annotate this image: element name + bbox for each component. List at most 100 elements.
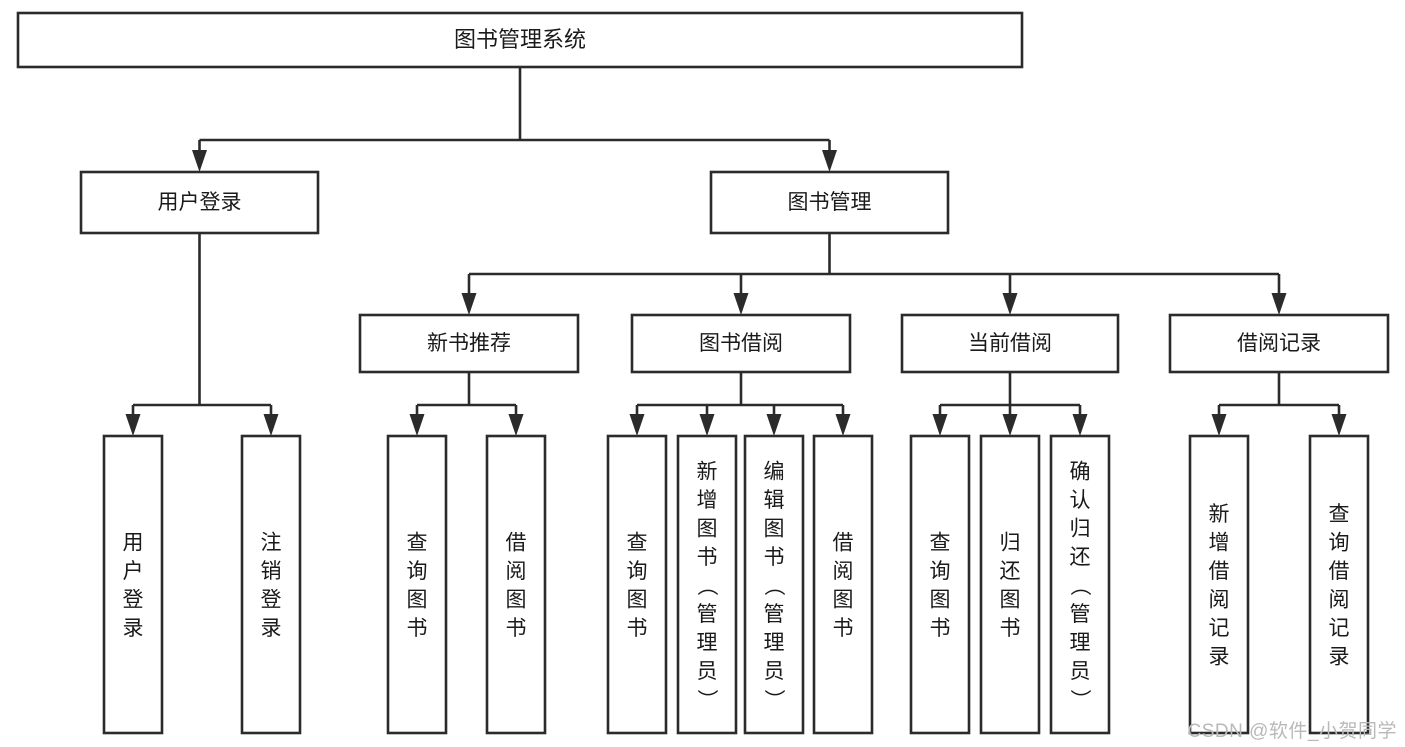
node-label-char: 新 <box>1209 503 1230 526</box>
node-box[interactable] <box>1168 313 1390 374</box>
node-label-char: （ <box>695 575 718 596</box>
node-label-char: 管 <box>764 603 785 626</box>
node-label-char: 借 <box>1209 560 1230 583</box>
arrow-head-icon <box>1211 414 1227 436</box>
node-label-char: 登 <box>123 589 144 612</box>
arrow-head-icon <box>125 414 141 436</box>
node-box[interactable] <box>630 313 852 374</box>
node-label-char: 借 <box>506 532 527 555</box>
node-label-char: 员 <box>697 660 718 683</box>
node-box[interactable] <box>386 434 448 735</box>
node-box[interactable] <box>102 434 164 735</box>
node-label-char: 询 <box>627 560 648 583</box>
node-label-char: 图 <box>506 589 527 612</box>
node-label-char: 询 <box>407 560 428 583</box>
node-label-char: 归 <box>1070 517 1091 540</box>
node-box[interactable] <box>1308 434 1370 735</box>
arrow-head-icon <box>822 150 837 172</box>
node-label: 新书推荐 <box>427 332 511 355</box>
node-label-char: 录 <box>123 617 144 640</box>
node-box[interactable] <box>1049 434 1111 735</box>
node-box[interactable] <box>16 11 1024 69</box>
node-box[interactable] <box>79 170 320 235</box>
node-label-char: 员 <box>764 660 785 683</box>
node-label-char: 理 <box>764 631 785 654</box>
node-label-char: 阅 <box>506 560 527 583</box>
node-box[interactable] <box>812 434 874 735</box>
node-box[interactable] <box>240 434 302 735</box>
node-box[interactable] <box>709 170 950 235</box>
node-label-char: 还 <box>1000 560 1021 583</box>
node-user-login[interactable]: 用户登录 <box>79 170 320 235</box>
node-box[interactable] <box>676 434 738 735</box>
node-box[interactable] <box>1188 434 1250 735</box>
node-borrow-record[interactable]: 借阅记录 <box>1168 313 1390 374</box>
node-book-manage[interactable]: 图书管理 <box>709 170 950 235</box>
node-label-char: 增 <box>697 489 718 512</box>
node-label-char: 登 <box>261 589 282 612</box>
node-label-char: 借 <box>833 532 854 555</box>
node-current-borrow[interactable]: 当前借阅 <box>900 313 1120 374</box>
node-label-char: 认 <box>1070 489 1091 512</box>
node-leaf-user-login[interactable]: 用户登录 <box>102 434 164 735</box>
node-label-char: 书 <box>627 617 648 640</box>
node-new-book-recommend[interactable]: 新书推荐 <box>358 313 580 374</box>
arrow-head-icon <box>932 414 948 436</box>
node-label-char: 图 <box>764 517 785 540</box>
arrow-head-icon <box>733 293 749 315</box>
node-label-char: 记 <box>1209 617 1230 640</box>
node-book-borrow[interactable]: 图书借阅 <box>630 313 852 374</box>
node-label-char: 注 <box>261 532 282 555</box>
node-box[interactable] <box>900 313 1120 374</box>
node-label-char: 查 <box>407 532 428 555</box>
node-label-char: 阅 <box>833 560 854 583</box>
node-box[interactable] <box>358 313 580 374</box>
node-label-char: 询 <box>930 560 951 583</box>
node-root[interactable]: 图书管理系统 <box>16 11 1024 69</box>
node-box[interactable] <box>909 434 971 735</box>
node-box[interactable] <box>743 434 805 735</box>
node-label-char: 书 <box>407 617 428 640</box>
arrow-head-icon <box>508 414 524 436</box>
node-label-char: 查 <box>930 532 951 555</box>
node-label-char: 查 <box>1329 503 1350 526</box>
arrow-head-icon <box>1331 414 1347 436</box>
node-label-char: 新 <box>697 460 718 483</box>
node-box[interactable] <box>979 434 1041 735</box>
node-label: 图书借阅 <box>699 332 783 355</box>
node-box[interactable] <box>606 434 668 735</box>
node-label-char: 图 <box>697 517 718 540</box>
node-label-char: 图 <box>627 589 648 612</box>
node-label-char: 借 <box>1329 560 1350 583</box>
node-label-char: 确 <box>1070 460 1091 483</box>
node-label-char: 书 <box>764 546 785 569</box>
arrow-head-icon <box>1002 293 1018 315</box>
node-box[interactable] <box>485 434 547 735</box>
node-label-char: 录 <box>1329 646 1350 669</box>
node-label-char: （ <box>1068 575 1091 596</box>
node-label-char: 询 <box>1329 532 1350 555</box>
node-label-char: 管 <box>1070 603 1091 626</box>
connector-layer <box>125 67 1347 436</box>
node-label-char: 增 <box>1209 532 1230 555</box>
node-label-char: 书 <box>833 617 854 640</box>
node-label-char: 录 <box>1209 646 1230 669</box>
node-label-char: （ <box>762 575 785 596</box>
arrow-head-icon <box>699 414 715 436</box>
node-label-char: 图 <box>930 589 951 612</box>
node-label-char: 图 <box>833 589 854 612</box>
node-label-char: 图 <box>407 589 428 612</box>
